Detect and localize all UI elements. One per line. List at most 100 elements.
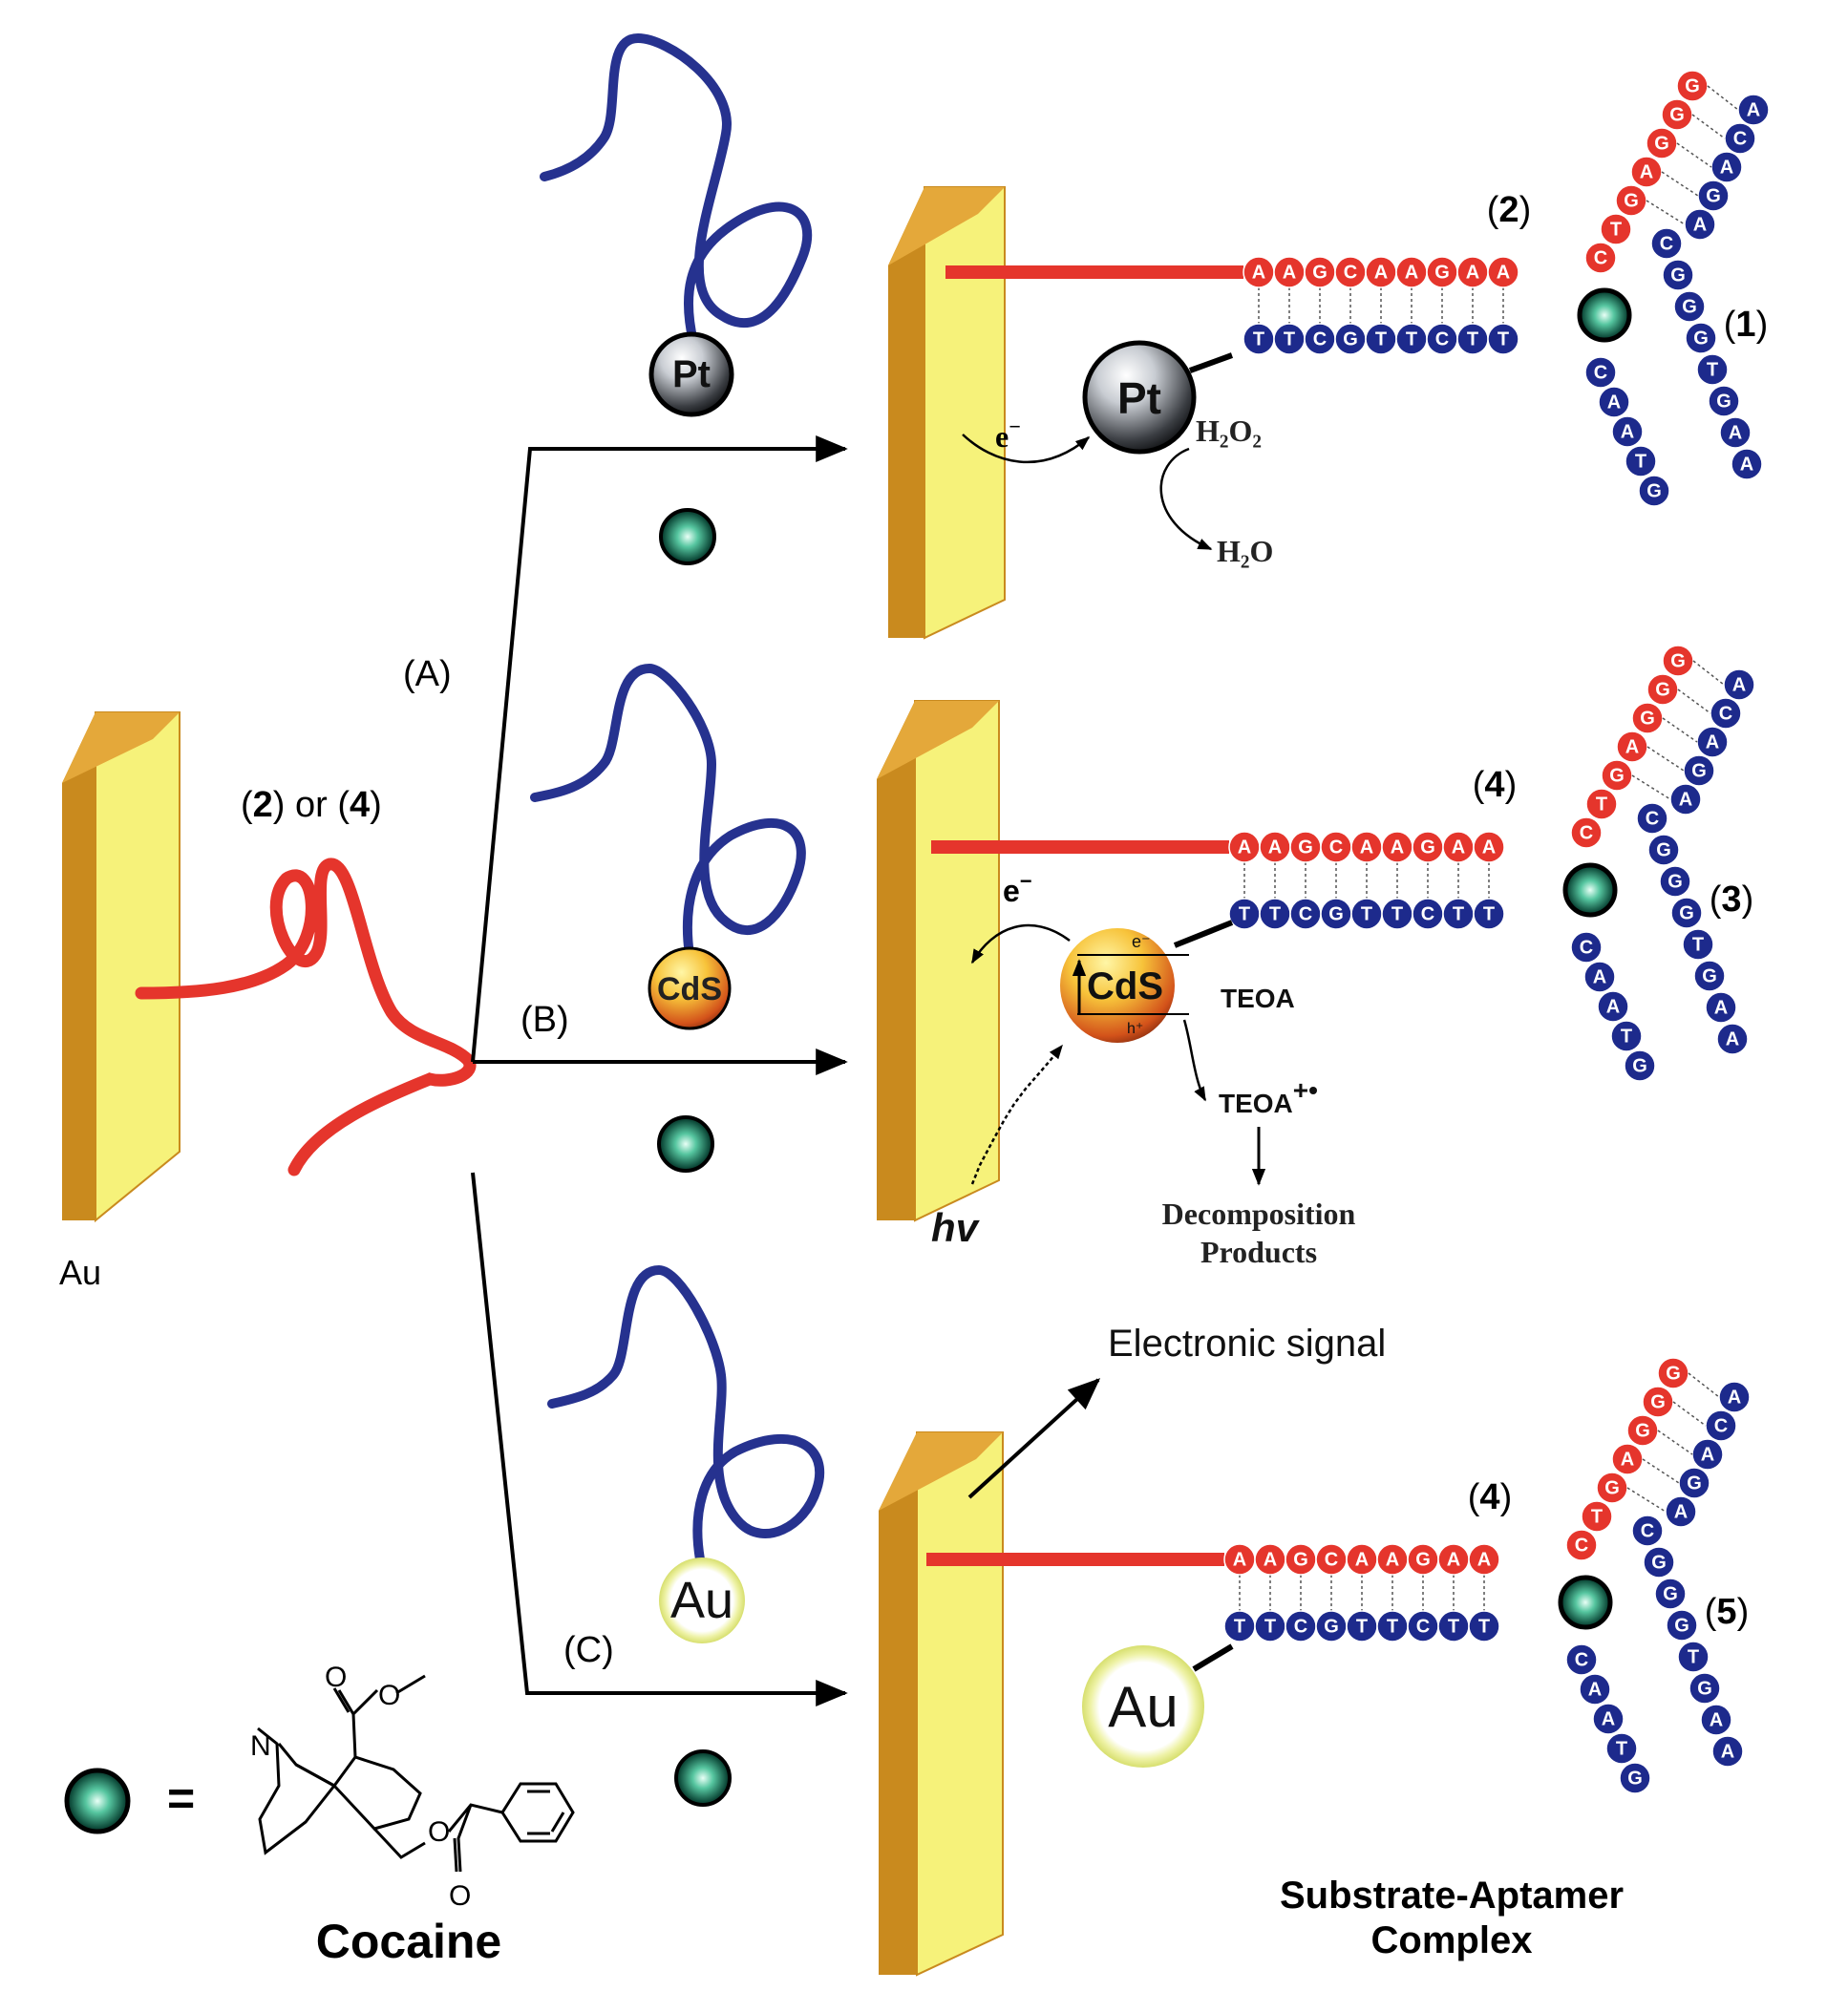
substrate-base-letter: A [1391,837,1404,858]
complex-caption-line1: Substrate-Aptamer [1280,1875,1624,1917]
aptamer-inner-base: T [1610,1020,1643,1052]
aptamer-base-letter: T [1284,329,1295,350]
substrate-arm-base: G [1646,127,1678,159]
aptamer-inner-base: A [1583,961,1616,993]
electrode-top [888,187,1005,265]
bound-cocaine-bead [1577,287,1632,343]
route-c-arrow [471,1172,848,1706]
aptamer-base: C [1285,1610,1317,1642]
h2o2-label: H₂O₂ [1196,413,1262,448]
substrate-arm-base: G [1661,98,1693,131]
aptamer-outer-base: A [1718,1381,1751,1413]
aptamer-outer-base-bead [1716,1023,1749,1055]
legend-equals: = [167,1771,195,1825]
nitrogen-atom: N [250,1730,271,1762]
substrate-base: A [1223,1543,1256,1576]
aptamer-inner-base: G [1619,1762,1651,1794]
substrate-linker [926,1553,1224,1566]
substrate-base: A [1442,831,1475,863]
aptamer-inner-base-letter: A [1621,422,1634,443]
electronic-signal-label: Electronic signal [1108,1323,1386,1365]
substrate-base: G [1407,1543,1439,1576]
cocaine-legend: = N O O O O Cocaine [64,1662,575,1968]
aptamer-base: T [1473,898,1505,930]
substrate-arm-base: C [1570,816,1603,849]
aptamer-outer-base-letter: G [1687,1473,1702,1494]
aptamer-outer-base-bead [1708,385,1740,417]
substrate-base: A [1273,256,1306,288]
aptamer-outer-base-bead [1665,1495,1697,1528]
oxygen-atom: O [428,1816,450,1848]
aptamer-outer-base-letter: A [1740,455,1753,476]
aptamer-inner-base-bead [1605,1732,1638,1765]
route-c-label: (C) [563,1630,614,1670]
substrate-arm-base: T [1585,788,1618,820]
substrate-arm-base: G [1642,1386,1674,1418]
aptamer-outer-base: A [1691,1438,1724,1471]
arm-pair-bond [1626,1487,1667,1513]
oxygen-atom: O [325,1662,347,1693]
aptamer-inner-base-letter: A [1606,997,1620,1018]
aptamer-base: C [1289,898,1322,930]
peroxide-reduction-arrow [1159,447,1213,551]
aptamer-outer-base-letter: G [1682,297,1697,318]
aptamer-inner-base-letter: T [1621,1027,1632,1048]
cocaine-bead [657,1115,714,1173]
aptamer-outer-base-bead [1684,208,1716,241]
aptamer-outer-base-letter: G [1697,1679,1712,1700]
aptamer-outer-base: G [1678,1467,1710,1499]
arm-pair-bond [1692,660,1725,686]
aptamer-inner-base-bead [1624,1049,1656,1082]
h2o-label: H₂O [1217,534,1273,568]
electrode-edge [879,1432,917,1975]
substrate-strand-free [135,858,477,1176]
aptamer-outer-base: A [1716,1023,1749,1055]
cds-linker [1173,920,1234,948]
au-nanoparticle-bound [1082,1645,1204,1768]
aptamer-outer-base-letter: A [1706,732,1719,753]
aptamer-outer-base-bead [1650,227,1683,260]
aptamer-base-letter: C [1421,904,1434,925]
substrate-base-letter: G [1312,263,1328,284]
aptamer-outer-base: A [1711,1735,1744,1768]
aptamer-outer-base-bead [1662,259,1694,291]
substrate-base-letter: G [1415,1550,1431,1571]
aptamer-base: G [1315,1610,1348,1642]
signal-arrow [967,1378,1101,1499]
aptamer-outer-base-letter: G [1674,1616,1689,1637]
cds-nanoparticle [648,946,732,1030]
aptamer-inner-base-letter: A [1588,1680,1602,1701]
substrate-base-letter: A [1268,837,1282,858]
aptamer-outer-base-bead [1631,1515,1664,1547]
aptamer-inner-base: C [1565,1643,1598,1676]
aptamer-outer-base-letter: G [1679,903,1694,924]
aptamer-outer-base-letter: A [1714,998,1728,1019]
electrode-top [879,1432,1003,1511]
substrate-base: A [1473,831,1505,863]
aptamer-base: T [1456,323,1489,355]
substrate-arm-base-letter: T [1591,1507,1603,1528]
aptamer-inner-base: A [1597,990,1629,1023]
aptamer-outer-base: G [1670,897,1703,929]
panel-electrode-c [879,1431,1004,1977]
substrate-arm-base-bead [1565,1529,1598,1561]
aptamer-inner-base-letter: T [1635,452,1646,473]
electrode-face [924,186,1006,640]
substrate-base: A [1259,831,1291,863]
arm-pair-bond [1676,142,1712,168]
electrode-edge [888,187,924,638]
aptamer-base: T [1381,898,1413,930]
substrate-base: A [1468,1543,1500,1576]
substrate-arm-base: G [1601,759,1633,792]
substrate-base: A [1243,256,1275,288]
substrate-arm-base-letter: C [1580,823,1593,844]
aptamer-outer-base-letter: A [1710,1710,1723,1731]
aptamer-base-letter: T [1478,1617,1490,1638]
substrate-base: A [1437,1543,1470,1576]
substrate-arm-base-letter: G [1654,134,1669,155]
aptamer-inner-base-letter: A [1593,967,1606,988]
substrate-arm-base-bead [1600,213,1632,245]
aptamer-outer-base-bead [1666,1609,1698,1642]
aptamer-outer-base-letter: G [1656,840,1671,861]
